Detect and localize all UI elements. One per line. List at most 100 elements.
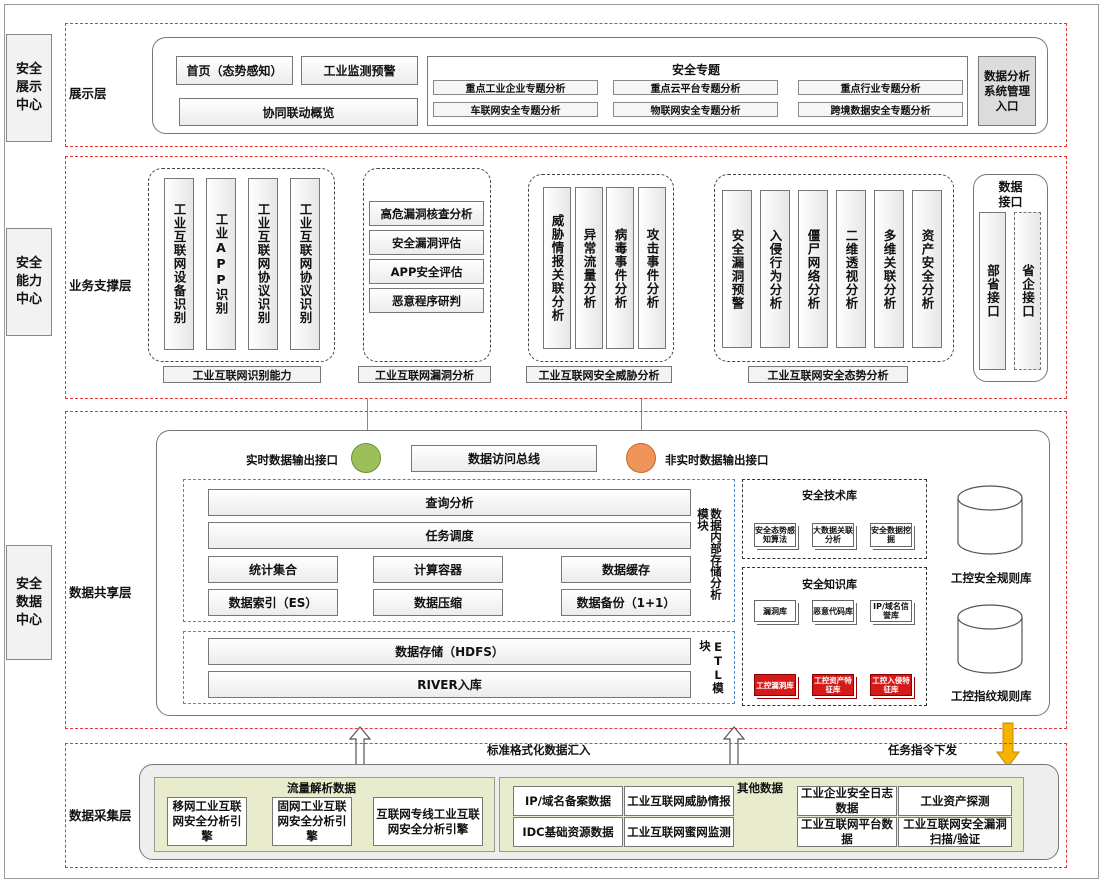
etl-module-label: ETL模块 [698, 640, 725, 694]
ics-asset-feature-lib[interactable]: 工控资产特征库 [812, 674, 854, 696]
business-layer-frame [65, 156, 1067, 399]
linkage-button[interactable]: 协同联动概览 [179, 98, 418, 126]
presentation-layer-frame [65, 23, 1067, 147]
vuln-assessment[interactable]: 安全漏洞评估 [369, 230, 484, 255]
data-backup[interactable]: 数据备份（1+1） [561, 589, 691, 616]
topic-key-cloud[interactable]: 重点云平台专题分析 [613, 80, 778, 95]
collection-layer-label: 数据采集层 [69, 808, 132, 823]
vuln-high-risk[interactable]: 高危漏洞核查分析 [369, 201, 484, 226]
identify-caption: 工业互联网识别能力 [163, 366, 321, 383]
sidebar-presentation-center: 安全 展示 中心 [6, 34, 52, 142]
other-enterprise-log[interactable]: 工业企业安全日志数据 [797, 786, 897, 816]
realtime-output-label: 实时数据输出接口 [246, 453, 338, 467]
task-scheduling[interactable]: 任务调度 [208, 522, 691, 549]
vuln-malware[interactable]: 恶意程序研判 [369, 288, 484, 313]
data-interface-title: 数据 接口 [998, 180, 1023, 209]
topic-cross-border[interactable]: 跨境数据安全专题分析 [798, 102, 963, 117]
flow-parse-title: 流量解析数据 [287, 781, 356, 795]
other-honeynet[interactable]: 工业互联网蜜网监测 [624, 817, 734, 847]
realtime-output-node[interactable] [351, 443, 381, 473]
situation-vuln-warning[interactable]: 安全漏洞预警 [722, 190, 752, 348]
flow-fixed-engine[interactable]: 固网工业互联网安全分析引擎 [272, 797, 352, 846]
nonrealtime-output-label: 非实时数据输出接口 [665, 453, 769, 467]
threat-virus[interactable]: 病毒事件分析 [606, 187, 634, 349]
flow-mobile-engine[interactable]: 移网工业互联网安全分析引擎 [167, 797, 247, 846]
security-knowledge-library [742, 567, 927, 706]
monitor-button[interactable]: 工业监测预警 [301, 56, 418, 85]
topic-vehicle-network[interactable]: 车联网安全专题分析 [433, 102, 598, 117]
business-layer-label: 业务支撑层 [69, 278, 132, 293]
other-vuln-scan[interactable]: 工业互联网安全漏洞扫描/验证 [898, 817, 1012, 847]
connector-nonrealtime [641, 399, 642, 445]
topic-key-enterprise[interactable]: 重点工业企业专题分析 [433, 80, 598, 95]
knowledge-ip-domain-lib[interactable]: IP/域名信誉库 [870, 600, 912, 622]
threat-attack[interactable]: 攻击事件分析 [638, 187, 666, 349]
situation-group [714, 174, 954, 362]
topics-title: 安全专题 [672, 63, 721, 77]
other-asset-probe[interactable]: 工业资产探测 [898, 786, 1012, 816]
interface-ministry-province[interactable]: 部省接口 [979, 212, 1006, 370]
identify-device[interactable]: 工业互联网设备识别 [164, 178, 194, 350]
other-idc-resource[interactable]: IDC基础资源数据 [513, 817, 623, 847]
other-platform-data[interactable]: 工业互联网平台数据 [797, 817, 897, 847]
stats-collection[interactable]: 统计集合 [208, 556, 338, 583]
flow-dedicated-engine[interactable]: 互联网专线工业互联网安全分析引擎 [373, 797, 483, 846]
storage-analysis-module [183, 479, 735, 622]
std-format-input-label: 标准格式化数据汇入 [487, 743, 591, 757]
identify-app[interactable]: 工业APP识别 [206, 178, 236, 350]
data-compression[interactable]: 数据压缩 [373, 589, 503, 616]
ics-fingerprint-rules-db-icon[interactable] [956, 603, 1024, 675]
ics-security-rules-db-icon[interactable] [956, 484, 1024, 556]
tech-data-mining[interactable]: 安全数据挖掘 [870, 523, 912, 547]
threat-caption: 工业互联网安全威胁分析 [526, 366, 672, 383]
situation-multidim[interactable]: 多维关联分析 [874, 190, 904, 348]
sidebar-capability-center: 安全 能力 中心 [6, 228, 52, 336]
compute-container[interactable]: 计算容器 [373, 556, 503, 583]
river-ingest[interactable]: RIVER入库 [208, 671, 691, 698]
data-cache[interactable]: 数据缓存 [561, 556, 691, 583]
identify-protocol-2[interactable]: 工业互联网协议识别 [290, 178, 320, 350]
vuln-group [363, 168, 491, 362]
threat-intel[interactable]: 威胁情报关联分析 [543, 187, 571, 349]
storage-module-label: 数据内部存储分析模块 [696, 508, 723, 600]
knowledge-library-title: 安全知识库 [802, 578, 857, 591]
threat-group [528, 174, 674, 362]
ics-vuln-lib[interactable]: 工控漏洞库 [754, 674, 796, 696]
tech-bigdata-correlation[interactable]: 大数据关联分析 [812, 523, 854, 547]
tech-situation-algorithm[interactable]: 安全态势感知算法 [754, 523, 796, 547]
task-issue-label: 任务指令下发 [888, 743, 957, 757]
query-analysis[interactable]: 查询分析 [208, 489, 691, 516]
data-access-bus[interactable]: 数据访问总线 [411, 445, 597, 472]
ics-security-rules-label: 工控安全规则库 [951, 571, 1032, 585]
situation-botnet[interactable]: 僵尸网络分析 [798, 190, 828, 348]
situation-2d-view[interactable]: 二维透视分析 [836, 190, 866, 348]
interface-province-enterprise[interactable]: 省企接口 [1014, 212, 1041, 370]
other-ip-domain-record[interactable]: IP/域名备案数据 [513, 786, 623, 816]
tech-library-title: 安全技术库 [802, 489, 857, 502]
ics-fingerprint-rules-label: 工控指纹规则库 [951, 689, 1032, 703]
admin-entry-button[interactable]: 数据分析 系统管理 入口 [978, 56, 1036, 126]
data-index-es[interactable]: 数据索引（ES） [208, 589, 338, 616]
vuln-caption: 工业互联网漏洞分析 [358, 366, 491, 383]
identify-group [148, 168, 335, 362]
home-button[interactable]: 首页（态势感知） [176, 56, 293, 85]
situation-asset[interactable]: 资产安全分析 [912, 190, 942, 348]
collection-layer-frame [65, 743, 1067, 868]
situation-intrusion[interactable]: 入侵行为分析 [760, 190, 790, 348]
threat-abnormal-traffic[interactable]: 异常流量分析 [575, 187, 603, 349]
sidebar-data-center: 安全 数据 中心 [6, 545, 52, 660]
other-threat-intel[interactable]: 工业互联网威胁情报 [624, 786, 734, 816]
identify-protocol-1[interactable]: 工业互联网协议识别 [248, 178, 278, 350]
security-tech-library [742, 479, 927, 559]
nonrealtime-output-node[interactable] [626, 443, 656, 473]
ics-intrusion-feature-lib[interactable]: 工控入侵特征库 [870, 674, 912, 696]
vuln-app-assessment[interactable]: APP安全评估 [369, 259, 484, 284]
knowledge-vuln-lib[interactable]: 漏洞库 [754, 600, 796, 622]
other-data-title: 其他数据 [737, 781, 783, 795]
topic-iot[interactable]: 物联网安全专题分析 [613, 102, 778, 117]
data-share-layer-frame [65, 411, 1067, 729]
knowledge-malware-lib[interactable]: 恶意代码库 [812, 600, 854, 622]
data-share-layer-label: 数据共享层 [69, 585, 132, 600]
topic-key-industry[interactable]: 重点行业专题分析 [798, 80, 963, 95]
data-storage-hdfs[interactable]: 数据存储（HDFS） [208, 638, 691, 665]
